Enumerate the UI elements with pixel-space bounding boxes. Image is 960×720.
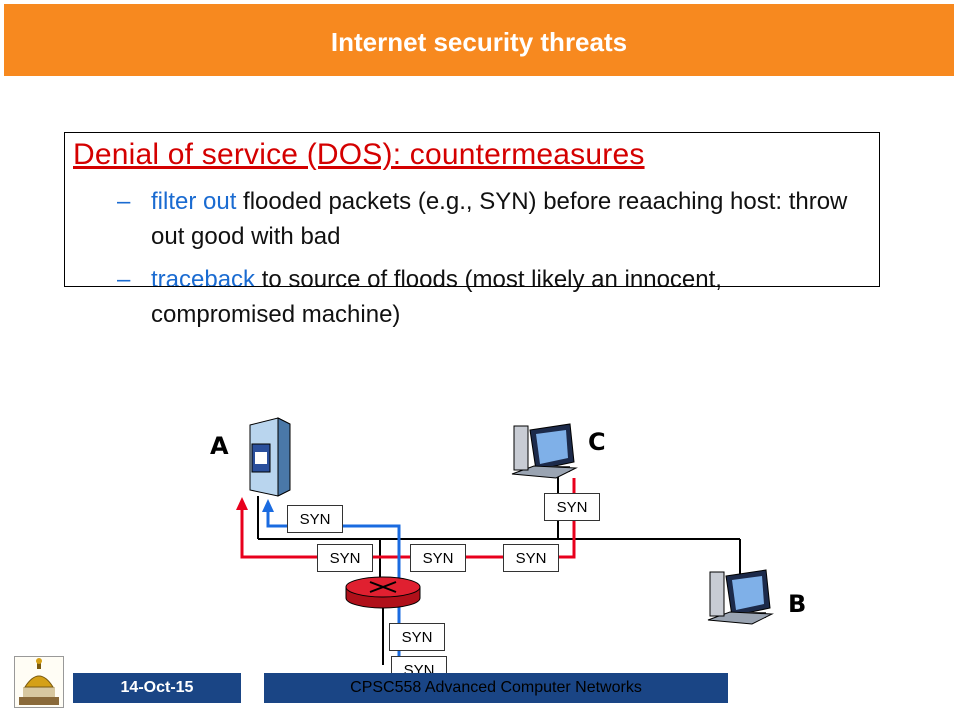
bullet-text: to source of floods (most likely an inno…: [151, 266, 722, 328]
router-icon: [345, 576, 421, 609]
node-label-c: C: [588, 428, 606, 456]
bullet-dash: –: [117, 188, 131, 215]
slide-content: Denial of service (DOS): countermeasures…: [73, 138, 853, 340]
syn-packet: SYN: [317, 544, 373, 572]
bullet-text: flooded packets (e.g., SYN) before reaac…: [151, 188, 848, 250]
footer-date: 14-Oct-15: [73, 673, 241, 703]
node-label-a: A: [210, 432, 229, 460]
syn-packet: SYN: [503, 544, 559, 572]
computer-c-icon: [511, 423, 578, 479]
footer-course: CPSC558 Advanced Computer Networks: [264, 673, 728, 703]
slide-heading: Denial of service (DOS): countermeasures: [73, 138, 645, 171]
title-bar: Internet security threats: [4, 4, 954, 76]
network-links: [257, 472, 741, 665]
bullet-filter: – filter out flooded packets (e.g., SYN)…: [73, 184, 853, 254]
server-icon: [249, 417, 291, 497]
node-label-b: B: [788, 590, 807, 618]
syn-packet: SYN: [410, 544, 466, 572]
syn-packet: SYN: [544, 493, 600, 521]
university-logo: [14, 656, 64, 708]
syn-packet: SYN: [287, 505, 343, 533]
syn-packet: SYN: [389, 623, 445, 651]
bullet-highlight: traceback: [151, 266, 262, 293]
bullet-highlight: filter out: [151, 188, 244, 215]
computer-b-icon: [707, 569, 774, 625]
dome-icon: [19, 658, 59, 705]
slide-title: Internet security threats: [330, 27, 628, 57]
bullet-traceback: – traceback to source of floods (most li…: [73, 262, 853, 332]
